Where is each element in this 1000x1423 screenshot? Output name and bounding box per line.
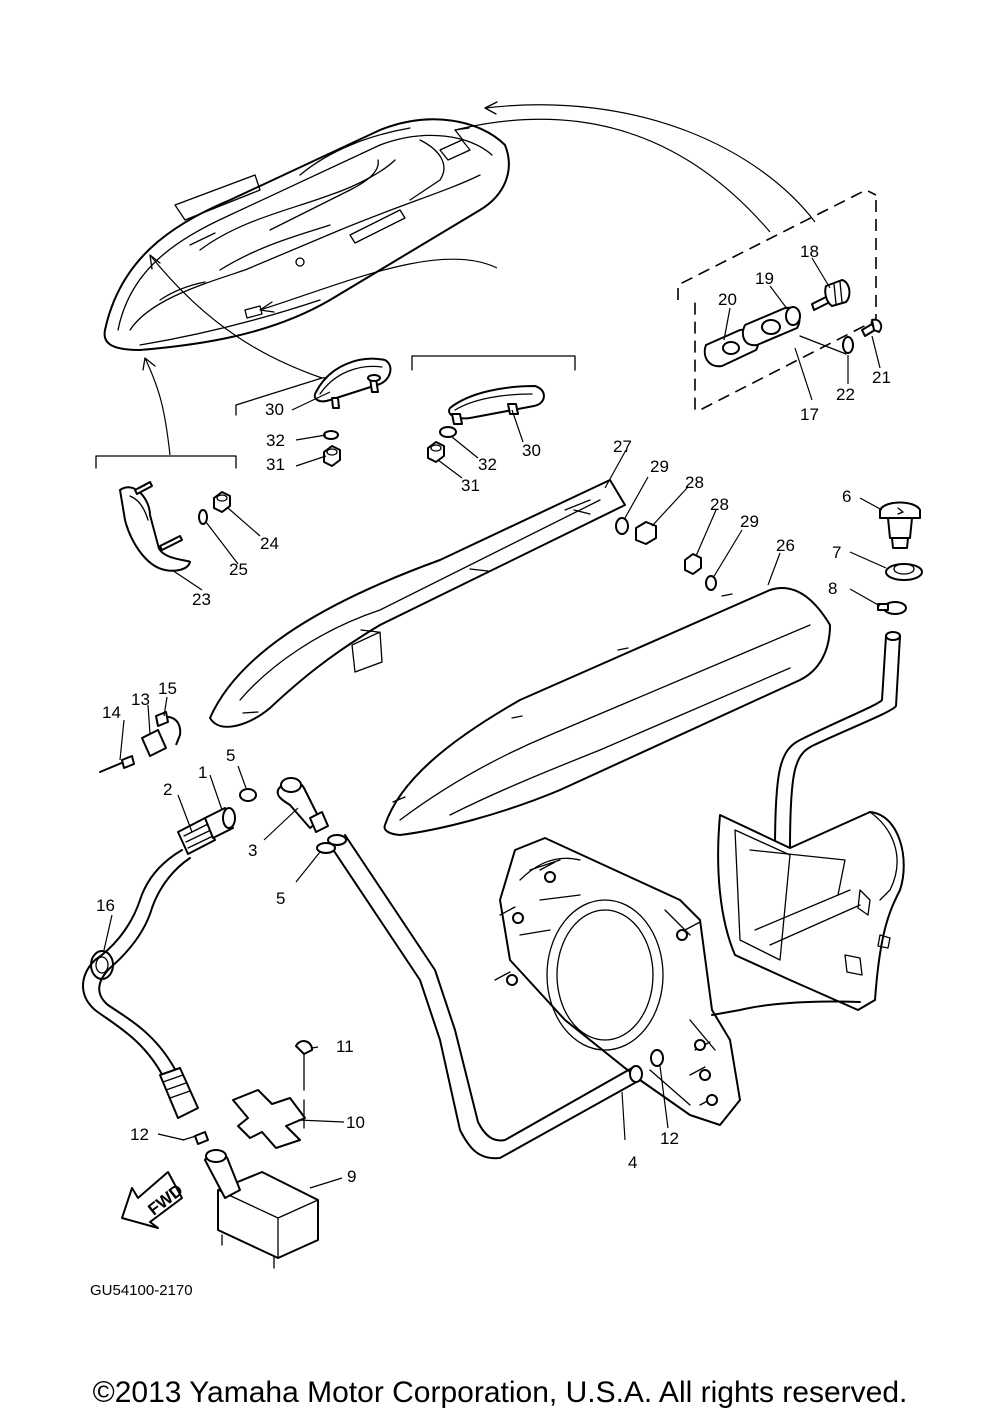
part-27-side-panel xyxy=(209,479,626,728)
part-26-side-panel xyxy=(383,587,831,836)
callout-11: 11 xyxy=(336,1037,354,1056)
part-28-nut-b xyxy=(684,553,702,575)
fwd-arrow-icon: FWD xyxy=(121,1171,187,1229)
callout-21: 21 xyxy=(872,368,891,387)
callout-13: 13 xyxy=(131,690,150,709)
part-30-handle-left xyxy=(313,357,392,409)
callout-15: 15 xyxy=(158,679,177,698)
bracket-30-right xyxy=(411,355,576,371)
callout-5b: 5 xyxy=(276,889,285,908)
callout-17: 17 xyxy=(800,405,819,424)
callout-2: 2 xyxy=(163,780,172,799)
jet-pump-nozzle xyxy=(717,811,905,1011)
part-19-oring xyxy=(785,306,801,326)
part-9-filter-box xyxy=(204,1149,319,1269)
intake-studs xyxy=(494,861,718,1106)
callout-26: 26 xyxy=(776,536,795,555)
part-2-fitting xyxy=(177,817,216,855)
callout-22: 22 xyxy=(836,385,855,404)
part-21-screw xyxy=(861,318,883,337)
part-22-washer xyxy=(842,336,854,354)
leader-21-22 xyxy=(799,335,847,355)
callout-14: 14 xyxy=(102,703,121,722)
leader-lines xyxy=(103,257,887,1189)
callout-28b: 28 xyxy=(710,495,729,514)
part-13-clip xyxy=(141,729,167,757)
part-15-band xyxy=(155,711,182,746)
part-12-clamp-left xyxy=(182,1131,209,1145)
part-30-handle-right xyxy=(448,385,545,425)
part-3-elbow xyxy=(276,777,329,833)
callout-3: 3 xyxy=(248,841,257,860)
callout-12b: 12 xyxy=(660,1129,679,1148)
callout-8: 8 xyxy=(828,579,837,598)
callout-1: 1 xyxy=(198,763,207,782)
copyright-notice: ©2013 Yamaha Motor Corporation, U.S.A. A… xyxy=(92,1376,908,1409)
part-31-nut-left xyxy=(323,445,341,467)
part-29-washer-b xyxy=(705,575,717,591)
callout-4: 4 xyxy=(628,1153,637,1172)
hose-intake-to-pump xyxy=(711,1000,861,1016)
part-28-nut-a xyxy=(635,521,657,545)
part-29-washer-a xyxy=(615,517,629,535)
callout-16: 16 xyxy=(96,896,115,915)
callout-20: 20 xyxy=(718,290,737,309)
part-7-seal xyxy=(885,563,923,581)
part-24-nut xyxy=(213,491,231,513)
callout-31b: 31 xyxy=(461,476,480,495)
part-18-fitting xyxy=(811,279,851,311)
bracket-23-25 xyxy=(95,455,237,469)
callout-19: 19 xyxy=(755,269,774,288)
callout-9: 9 xyxy=(347,1167,356,1186)
callout-30b: 30 xyxy=(522,441,541,460)
part-32-washer-right xyxy=(439,426,457,438)
callout-31a: 31 xyxy=(266,455,285,474)
watercraft-hull xyxy=(103,118,510,351)
drain-hose xyxy=(82,849,199,1119)
part-14-screw xyxy=(99,755,135,773)
part-4-hose xyxy=(327,834,643,1160)
parts-diagram: FWD xyxy=(82,101,923,1299)
part-6-cap xyxy=(879,501,921,549)
callout-10: 10 xyxy=(346,1113,365,1132)
callout-23: 23 xyxy=(192,590,211,609)
callout-5a: 5 xyxy=(226,746,235,765)
callout-12a: 12 xyxy=(130,1125,149,1144)
part-25-washer xyxy=(198,509,208,525)
callout-6: 6 xyxy=(842,487,851,506)
jet-intake-housing xyxy=(494,837,741,1126)
callout-25: 25 xyxy=(229,560,248,579)
part-10-bracket xyxy=(232,1089,306,1149)
callout-29a: 29 xyxy=(650,457,669,476)
part-23-grip xyxy=(119,481,191,572)
callout-27: 27 xyxy=(613,437,632,456)
callout-7: 7 xyxy=(832,543,841,562)
hull-pointer-arrows xyxy=(142,101,816,456)
part-8-clamp xyxy=(877,601,907,615)
part-1-hose-joint xyxy=(204,807,236,839)
callout-29b: 29 xyxy=(740,512,759,531)
hose-vent xyxy=(774,631,901,851)
callout-18: 18 xyxy=(800,242,819,261)
callout-32a: 32 xyxy=(266,431,285,450)
callout-labels: 1 2 3 4 5 5 6 7 8 9 10 11 12 12 13 14 15… xyxy=(96,242,891,1186)
detail-box-17-22 xyxy=(677,189,877,411)
part-5-clamp-lower xyxy=(316,842,336,854)
part-12-clamp-right xyxy=(650,1049,664,1067)
callout-32b: 32 xyxy=(478,455,497,474)
callout-30a: 30 xyxy=(265,400,284,419)
reference-code: GU54100-2170 xyxy=(90,1282,193,1299)
callout-28a: 28 xyxy=(685,473,704,492)
part-31-nut-right xyxy=(427,441,445,463)
callout-24: 24 xyxy=(260,534,279,553)
part-5-clamp-upper xyxy=(239,788,257,802)
part-32-washer-left xyxy=(323,430,339,440)
part-11-screw xyxy=(295,1040,313,1129)
